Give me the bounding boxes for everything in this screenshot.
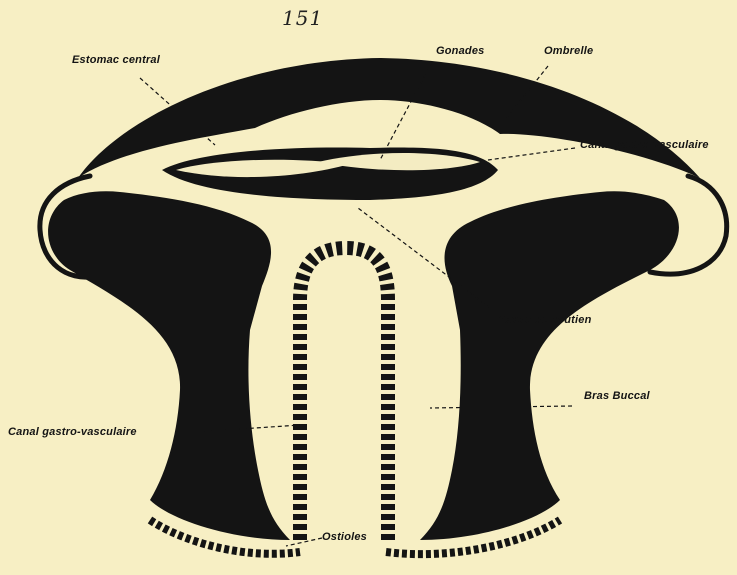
leader-canal-top (488, 148, 575, 160)
label-plaque-de-soutien: Plaque de soutien (494, 314, 592, 326)
label-ombrelle: Ombrelle (544, 45, 593, 57)
label-gonades: Gonades (436, 45, 484, 57)
label-canal-gastro-vasculaire-left: Canal gastro-vasculaire (8, 426, 137, 438)
label-bras-buccal: Bras Buccal (584, 390, 650, 402)
right-oral-arm (420, 191, 679, 540)
label-canal-gastro-vasculaire-top: Canal gastro-vasculaire (580, 139, 709, 151)
page-number: 151 (282, 6, 323, 30)
label-estomac-central: Estomac central (72, 54, 160, 66)
left-oral-arm (48, 191, 290, 540)
label-ostioles: Ostioles (322, 531, 367, 543)
oral-tube-cavity (296, 244, 392, 540)
